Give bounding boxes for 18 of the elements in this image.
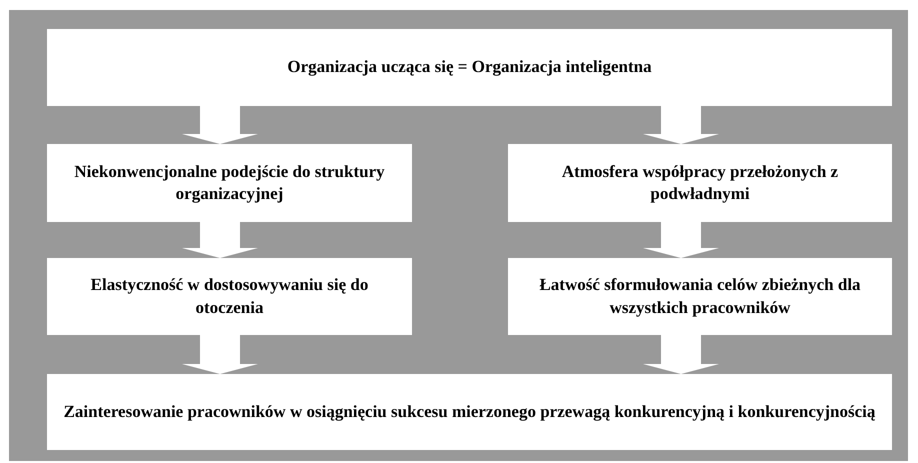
box-text: Niekonwencjonalne podejście do struktury organizacyjnej [73, 160, 386, 205]
box-text: Zainteresowanie pracowników w osiągnięciu sukcesu mierzonego przewagą konkurencyjną i konkurencyjnością [64, 400, 876, 423]
process-box [47, 29, 892, 106]
box-text: Łatwość sformułowania celów zbieżnych dla wszystkich pracowników [538, 274, 862, 319]
process-box [47, 374, 892, 450]
box-text: Elastyczność w dostosowywaniu się do otoczenia [90, 274, 370, 318]
block-arrow [643, 222, 719, 258]
box-text: Organizacja ucząca się = Organizacja inteligentna [287, 56, 652, 78]
block-arrow [643, 335, 719, 374]
block-arrow [182, 106, 258, 144]
block-arrow [182, 222, 258, 258]
process-box [508, 258, 892, 335]
block-arrow [643, 106, 719, 144]
box-text: Atmosfera współpracy przełożonych z podwładnymi [560, 160, 840, 205]
process-box [47, 258, 412, 335]
process-box [508, 144, 892, 222]
block-arrow [182, 335, 258, 374]
process-box [47, 144, 412, 222]
